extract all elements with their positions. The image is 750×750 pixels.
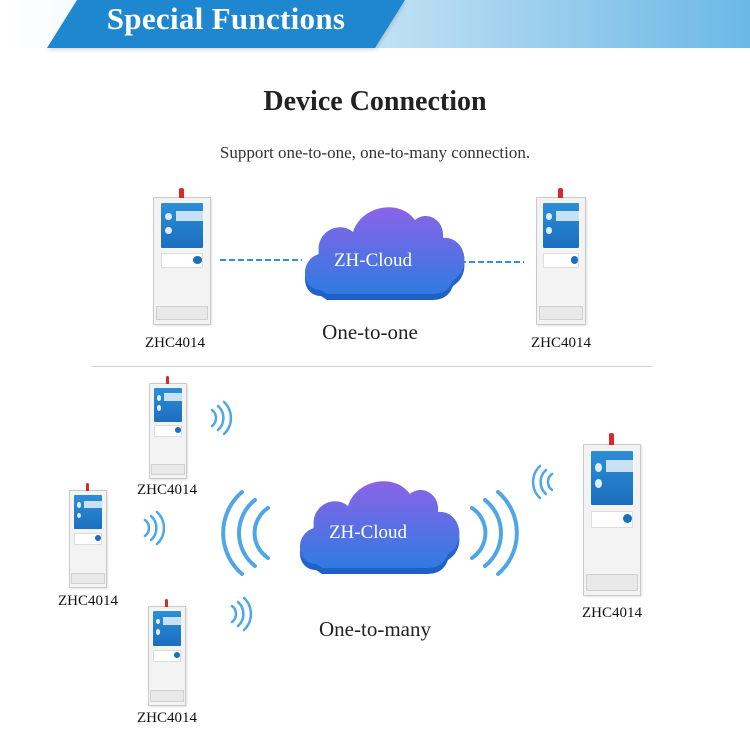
cloud-label: ZH-Cloud: [333, 250, 413, 271]
device-label: ZHC4014: [145, 335, 205, 351]
router-device-icon: [583, 433, 641, 596]
router-device-icon: [153, 187, 211, 325]
signal-wave-icon: [230, 596, 253, 632]
router-device-icon: [149, 376, 187, 479]
router-device-icon: [536, 187, 586, 325]
cloud-icon: [299, 481, 460, 574]
caption-one-to-one: One-to-one: [322, 320, 418, 344]
banner-title: Special Functions: [106, 1, 346, 36]
device-label: ZHC4014: [58, 593, 118, 609]
section-title: Device Connection: [263, 86, 487, 117]
device-label: ZHC4014: [531, 335, 591, 351]
device-label: ZHC4014: [137, 482, 197, 498]
signal-wave-icon: [210, 400, 233, 436]
section-subtitle: Support one-to-one, one-to-many connecti…: [219, 143, 531, 162]
signal-wave-icon: [531, 464, 554, 500]
signal-wave-icon: [470, 490, 519, 576]
device-label: ZHC4014: [137, 710, 197, 726]
device-label: ZHC4014: [582, 605, 642, 621]
signal-wave-icon: [221, 490, 270, 576]
cloud-label: ZH-Cloud: [328, 522, 408, 543]
section-divider: [92, 366, 652, 367]
caption-one-to-many: One-to-many: [319, 617, 431, 641]
signal-wave-icon: [143, 510, 166, 546]
router-device-icon: [69, 483, 107, 588]
cloud-icon: [304, 207, 465, 300]
router-device-icon: [148, 599, 186, 706]
